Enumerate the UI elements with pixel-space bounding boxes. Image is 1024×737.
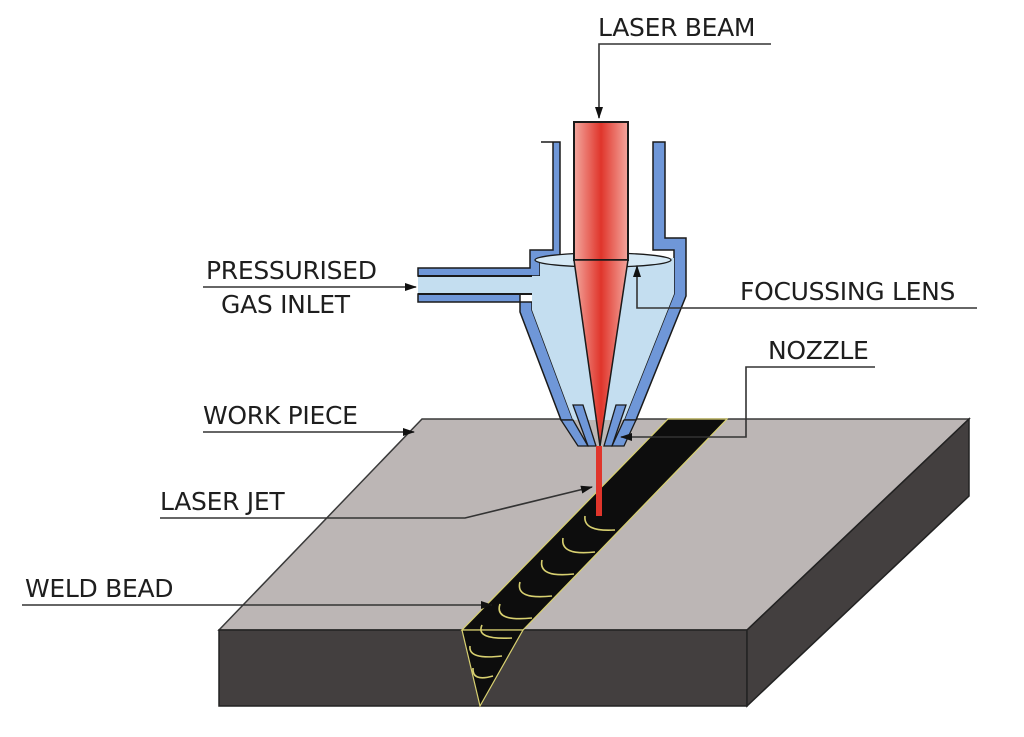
laser-beam-cone: [573, 259, 629, 447]
laser-beam-column: [573, 121, 629, 261]
label-laser-beam: LASER BEAM: [595, 13, 771, 119]
label-weld-bead: WELD BEAD: [22, 574, 493, 609]
nozzle-label: NOZZLE: [768, 336, 869, 365]
label-nozzle: NOZZLE: [620, 336, 875, 441]
focussing-lens-label: FOCUSSING LENS: [740, 277, 955, 306]
laser-jet-label: LASER JET: [160, 487, 285, 516]
laser-beam: [573, 121, 629, 516]
weld-groove-front: [461, 629, 525, 708]
laser-beam-label: LASER BEAM: [598, 13, 755, 42]
work-piece-side: [746, 417, 970, 708]
pressurised-label: PRESSURISED: [206, 256, 377, 285]
label-focussing-lens: FOCUSSING LENS: [633, 265, 977, 309]
label-gas-inlet: PRESSURISED GAS INLET: [203, 256, 417, 319]
weld-bead-label: WELD BEAD: [25, 574, 173, 603]
label-work-piece: WORK PIECE: [203, 401, 415, 436]
bead-ripples: [469, 515, 616, 679]
laser-jet: [596, 446, 602, 516]
nozzle-assembly: [417, 141, 687, 447]
work-piece-label: WORK PIECE: [203, 401, 358, 430]
work-piece: [217, 417, 971, 708]
gas-inlet-label: GAS INLET: [221, 290, 351, 319]
nozzle-wall-left: [417, 141, 561, 277]
label-laser-jet: LASER JET: [160, 485, 593, 519]
weld-bead: [460, 418, 729, 708]
